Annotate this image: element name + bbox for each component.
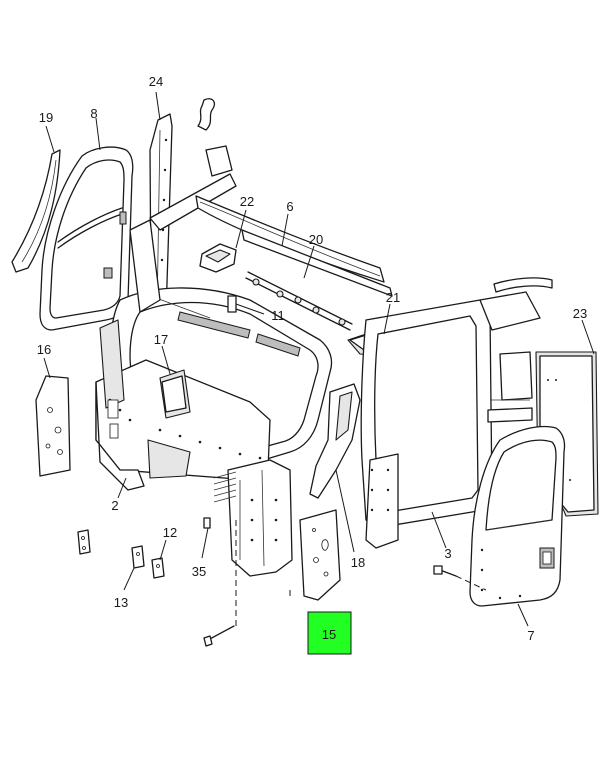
part-3-door-opening	[360, 291, 541, 549]
callout-11: 11	[271, 308, 285, 323]
part-22-bracket	[199, 243, 237, 273]
callout-17: 17	[154, 332, 168, 347]
part-18-pillar-trim	[309, 383, 361, 499]
highlight-box[interactable]	[307, 611, 352, 655]
callout-35: 35	[192, 564, 206, 579]
callout-2: 2	[111, 498, 118, 513]
assembly-lines	[235, 520, 487, 626]
bolt-lower	[203, 625, 235, 647]
main-cab-structure	[95, 145, 393, 577]
callout-8: 8	[90, 106, 97, 121]
callout-7: 7	[527, 628, 534, 643]
part-20-trim-strip	[245, 271, 353, 331]
callout-6: 6	[286, 199, 293, 214]
callout-19: 19	[39, 110, 53, 125]
callout-21: 21	[386, 290, 400, 305]
part-12-hinge	[151, 557, 165, 579]
leader-lines	[43, 91, 595, 627]
callout-15-highlight[interactable]: 15	[307, 611, 352, 655]
part-8-window-frame	[39, 146, 134, 331]
callout-22: 22	[240, 194, 254, 209]
part-35-latch	[203, 517, 211, 529]
small-bracket-top	[197, 98, 216, 131]
top-right-weatherstrip	[493, 277, 553, 293]
part-16-side-panel	[35, 375, 71, 477]
part-17-bracket	[159, 369, 191, 419]
center-vent-grille	[213, 471, 237, 503]
part-11-pin	[227, 295, 237, 313]
callout-18: 18	[351, 555, 365, 570]
callout-15: 15	[322, 627, 336, 642]
callout-23: 23	[573, 306, 587, 321]
door-hinge-bolt	[433, 565, 457, 577]
part-13-hinge	[131, 545, 145, 569]
part-7-door	[469, 425, 566, 607]
callout-labels: 24 19 8 22 6 20 21 11 23 16 17 2 12 35 1…	[37, 74, 587, 643]
callout-16: 16	[37, 342, 51, 357]
callout-20: 20	[309, 232, 323, 247]
hinge-plate-left	[77, 529, 91, 555]
callout-13: 13	[114, 595, 128, 610]
callout-12: 12	[163, 525, 177, 540]
callout-24: 24	[149, 74, 163, 89]
callout-3: 3	[444, 546, 451, 561]
part-19-pillar-trim	[11, 149, 61, 273]
part-15-lower-panel	[299, 509, 341, 601]
